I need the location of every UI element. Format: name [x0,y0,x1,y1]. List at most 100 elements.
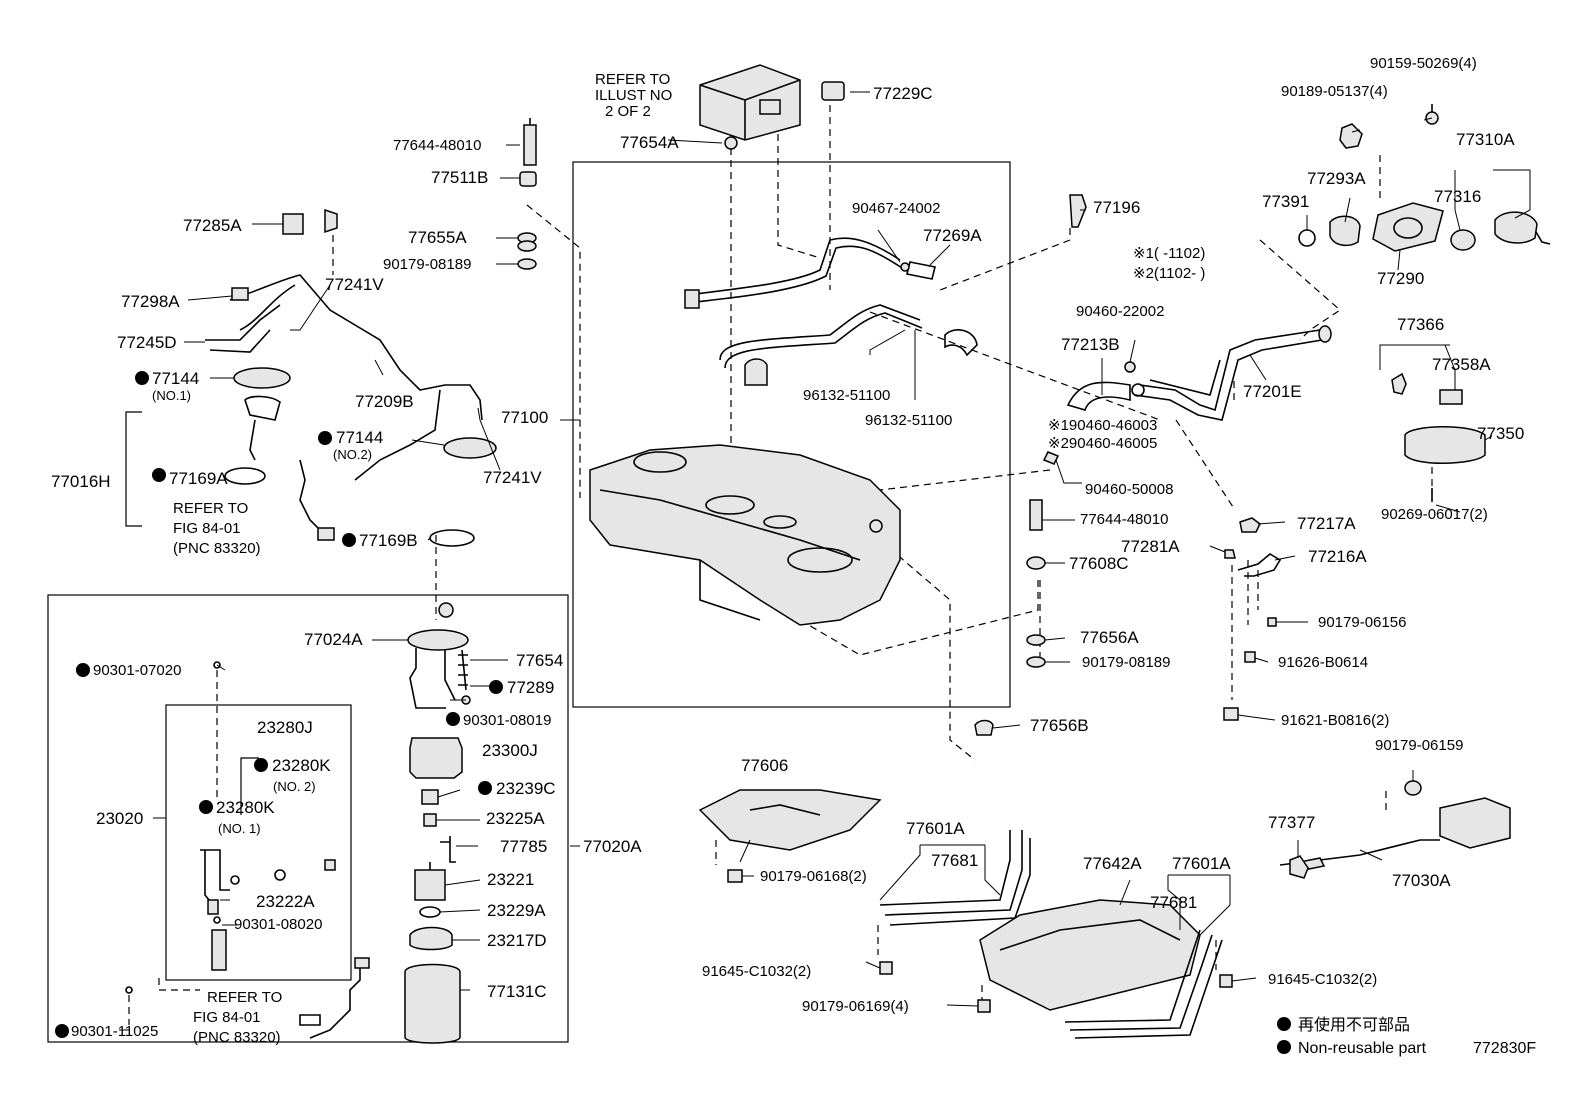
label-77024A: 77024A [304,630,363,649]
wire-77785-drawing [440,836,456,863]
label-77601A-b: 77601A [1172,854,1231,873]
svg-text:2 OF 2: 2 OF 2 [605,103,651,120]
cushion-23225A-drawing [423,813,437,827]
label-77016H: 77016H [51,472,111,491]
label-77131C: 77131C [487,982,547,1001]
grommet-77654A-drawing [724,136,738,150]
non-reusable-markers [55,371,1291,1054]
pump-assembly-box [47,594,569,1043]
grommet-77608C-drawing [1026,556,1046,570]
svg-text:(PNC 83320): (PNC 83320) [173,540,261,557]
sender-23020-drawing [200,849,336,971]
label-77358A: 77358A [1432,355,1491,374]
label-96132-b: 96132-51100 [865,412,952,429]
label-77608C: 77608C [1069,554,1129,573]
clip-77281A-drawing [1224,549,1236,559]
label-77144-no2: 77144 [336,428,383,447]
sender-77016H-drawing [244,395,281,461]
screw-90189-drawing [1339,123,1363,149]
label-77241V-top: 77241V [325,275,384,294]
svg-text:(PNC 83320): (PNC 83320) [193,1029,281,1046]
label-23225A: 23225A [486,809,545,828]
ring-77144-no2-drawing [443,437,497,459]
label-91645-b: 91645-C1032(2) [1268,971,1377,988]
clip-77298A-drawing [231,287,249,301]
label-77681-b: 77681 [1150,893,1197,912]
pump-bracket-77024A-drawing [407,629,469,709]
label-77606: 77606 [741,756,788,775]
sender-harness-drawing [299,960,361,1039]
svg-text:FIG 84-01: FIG 84-01 [173,520,241,537]
sender-subassembly-box [165,704,352,981]
label-77030A: 77030A [1392,871,1451,890]
label-77656B: 77656B [1030,716,1089,735]
svg-text:(NO.1): (NO.1) [152,388,191,403]
label-77654A: 77654A [620,133,679,152]
label-90301-08019: 90301-08019 [463,712,551,729]
svg-text:(NO.2): (NO.2) [333,447,372,462]
svg-text:FIG 84-01: FIG 84-01 [193,1009,261,1026]
label-23300J: 23300J [482,741,538,760]
label-90460-50008: 90460-50008 [1085,481,1173,498]
note-1: ※1( -1102) [1133,245,1205,262]
label-23280K-no1: 23280K [216,798,275,817]
label-77290: 77290 [1377,269,1424,288]
label-77281A: 77281A [1121,537,1180,556]
oring-23229A-drawing [419,906,441,918]
spring-77654-drawing [458,649,468,691]
svg-text:(NO. 2): (NO. 2) [273,779,316,794]
label-90460-46003: ※190460-46003 [1048,417,1157,434]
note-2: ※2(1102- ) [1133,265,1205,282]
grommet-23239C-drawing [421,789,439,805]
label-77644-top: 77644-48010 [393,137,481,154]
label-refer-illust: REFER TO [595,71,670,88]
bracket-77216A-drawing [1237,553,1282,577]
label-77217A: 77217A [1297,514,1356,533]
fuel-lines-left [205,274,483,481]
label-77209B: 77209B [355,392,414,411]
seal-77656A-drawing [1026,634,1046,646]
label-91626: 91626-B0614 [1278,654,1368,671]
bracket-77016H [125,411,142,527]
label-77785: 77785 [500,837,547,856]
wire-harness-drawing [299,459,331,536]
seal-77656B-drawing [974,719,994,736]
ring-77144-no1-drawing [233,367,291,389]
label-77201E: 77201E [1243,382,1302,401]
label-90301-07020: 90301-07020 [93,662,181,679]
bracket-23280K [240,757,259,815]
legend: 再使用不可部品 Non-reusable part 772830F [1298,1016,1536,1057]
label-77391: 77391 [1262,192,1309,211]
valve-77644-top-drawing [523,118,537,166]
label-77245D: 77245D [117,333,177,352]
label-90467: 90467-24002 [852,200,940,217]
label-77655A: 77655A [408,228,467,247]
label-refer-fig-b: REFER TO [207,989,282,1006]
label-77310A: 77310A [1456,130,1515,149]
seal-77655A-drawing [517,232,537,252]
ring-77316-drawing [1450,229,1476,251]
label-90179-08189-mid: 90179-08189 [1082,654,1170,671]
label-77642A: 77642A [1083,854,1142,873]
label-90460-22002: 90460-22002 [1076,303,1164,320]
fuel-tank-drawing [589,444,901,626]
label-23221: 23221 [487,870,534,889]
canister-drawing [699,64,801,141]
door-77290-drawing [1372,202,1444,252]
label-77316: 77316 [1434,187,1481,206]
label-23020: 23020 [96,809,143,828]
label-refer-fig-a: REFER TO [173,500,248,517]
label-77020A: 77020A [583,837,642,856]
label-77196: 77196 [1093,198,1140,217]
label-77293A: 77293A [1307,169,1366,188]
label-90179-06169: 90179-06169(4) [802,998,909,1015]
label-91621: 91621-B0816(2) [1281,712,1389,729]
seal-77293A-drawing [1329,215,1361,247]
label-77681-a: 77681 [931,851,978,870]
shield-77606-drawing [698,789,882,851]
label-90301-08020: 90301-08020 [234,916,322,933]
label-77269A: 77269A [923,226,982,245]
label-90179-06168: 90179-06168(2) [760,868,867,885]
